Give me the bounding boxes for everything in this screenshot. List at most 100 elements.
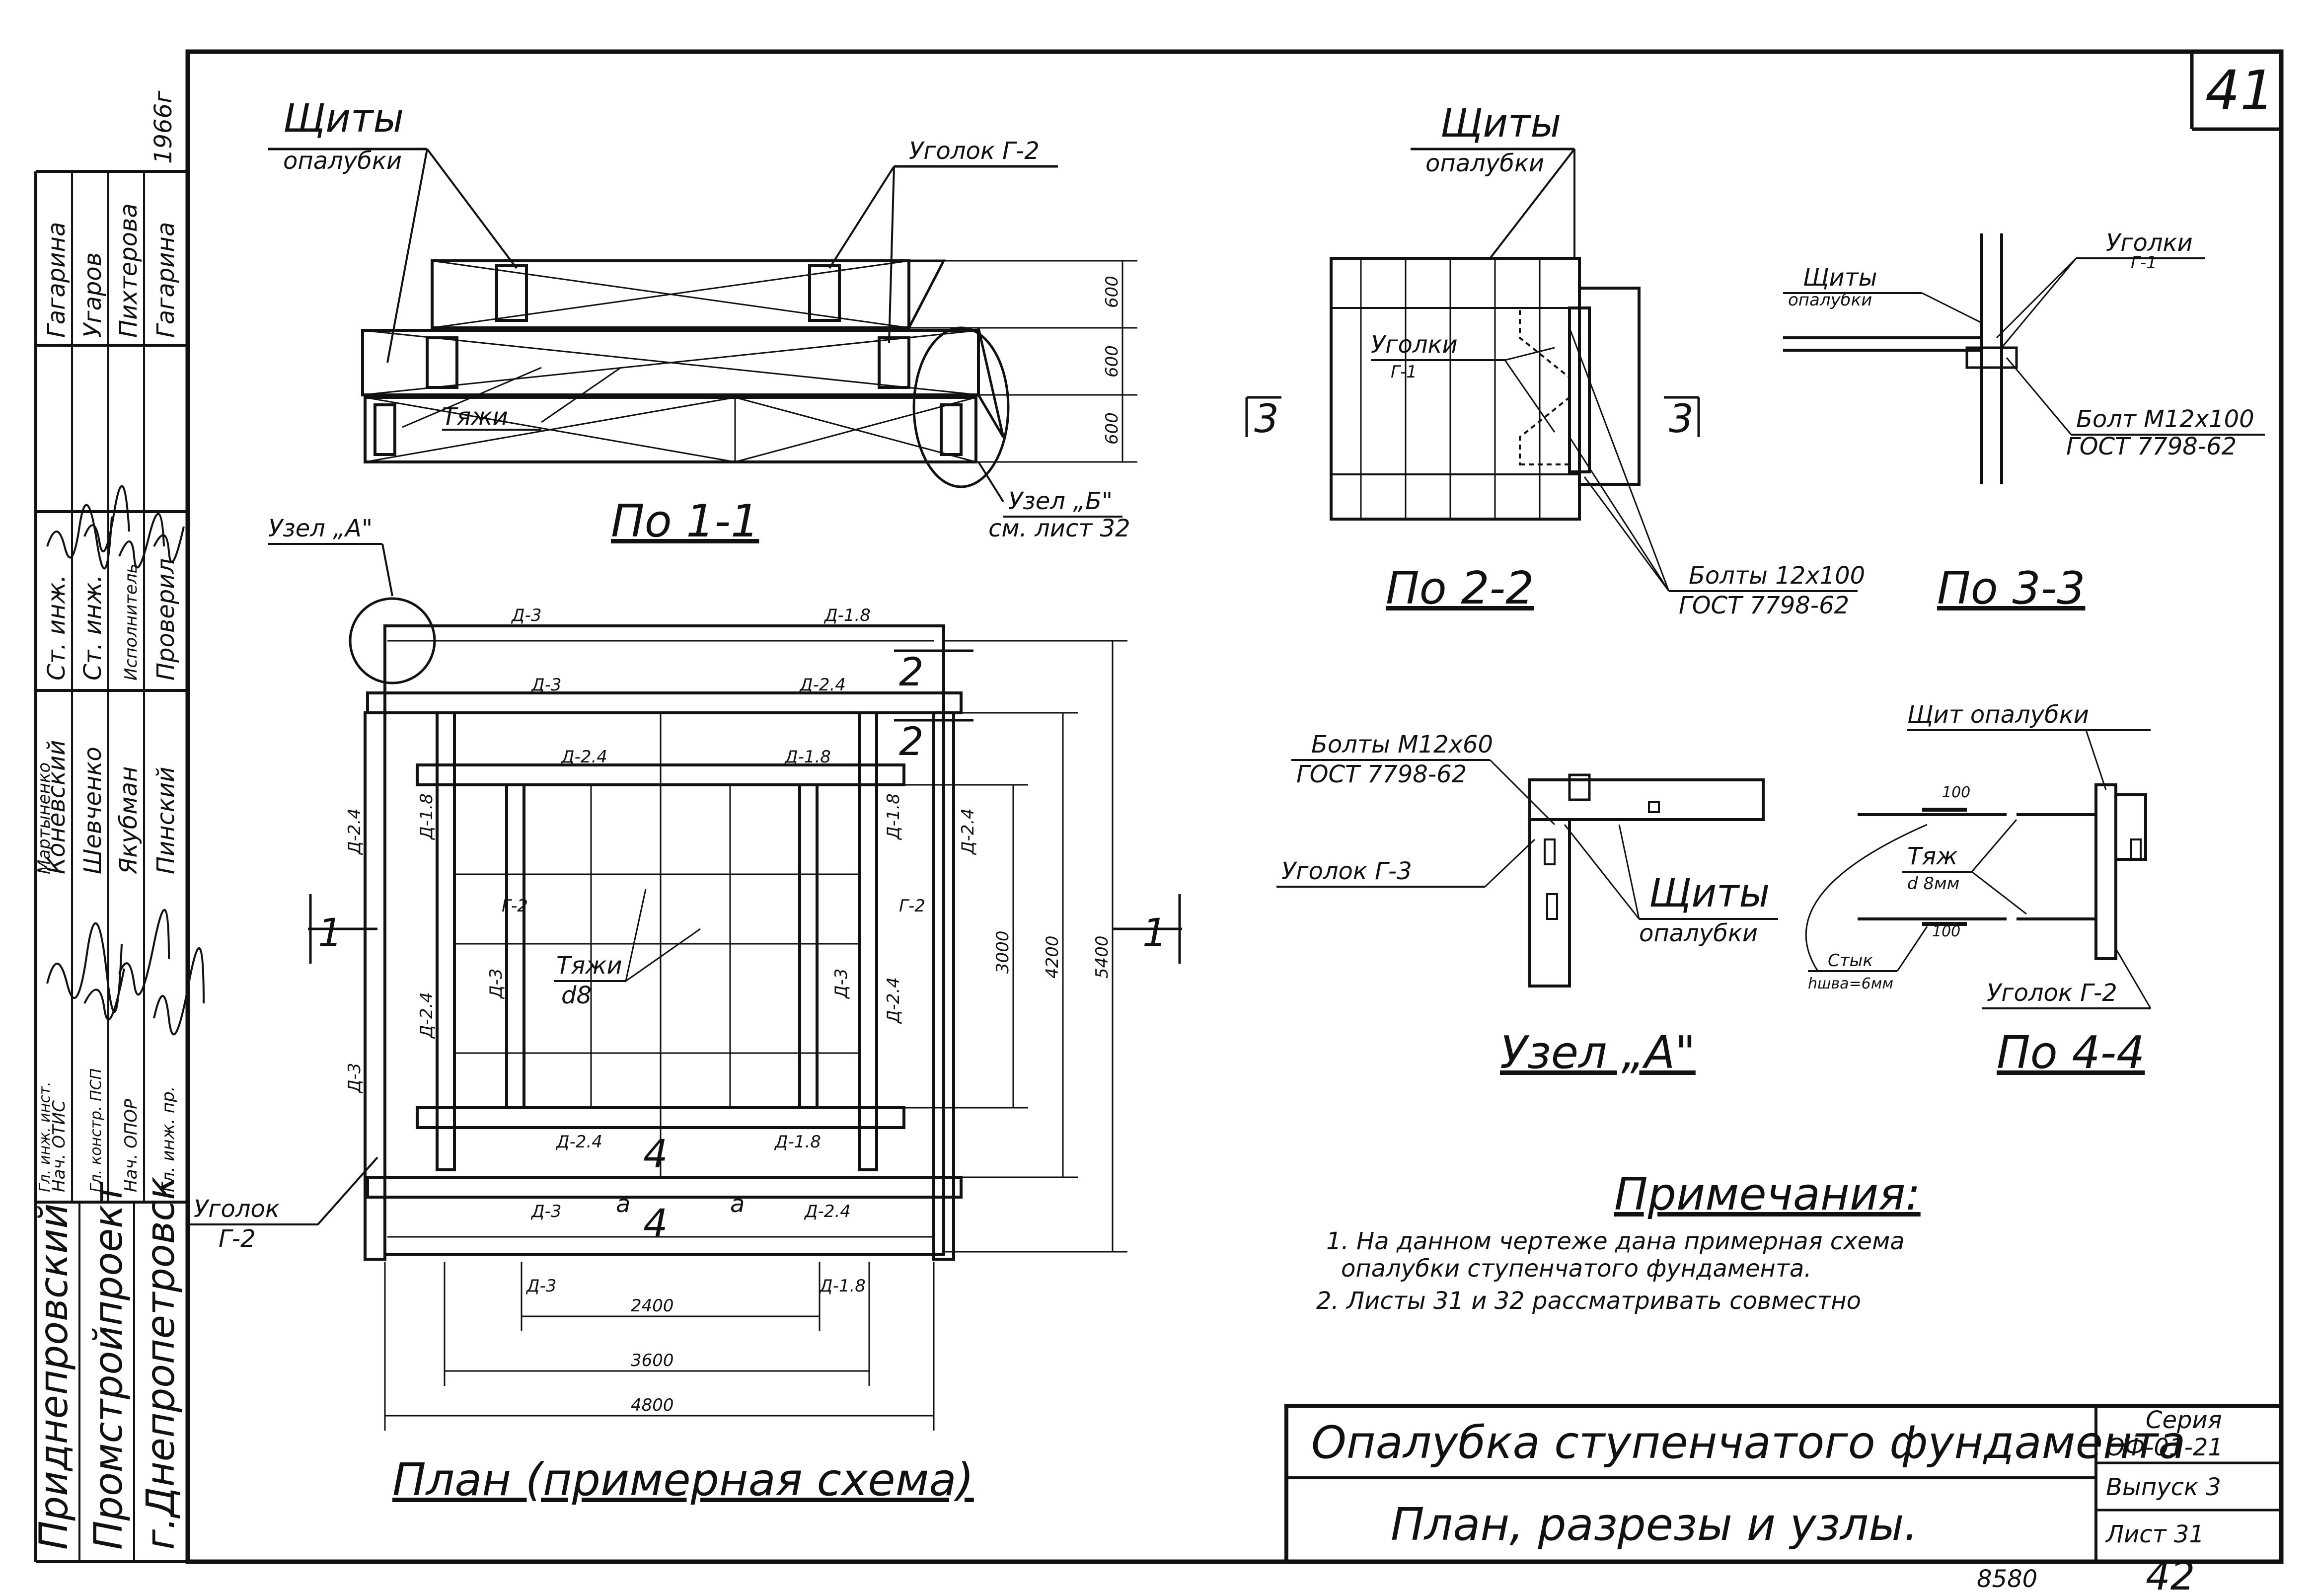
note-line-1: 1. На данном чертеже дана примерная схем… [1326,1227,1905,1255]
plan-mark: Д-3 [525,1276,556,1296]
s44-dim-top: 100 [1942,784,1970,801]
plan-mark: Д-2.4 [560,747,607,767]
signature [153,526,185,563]
s44-angle: Уголок Г-2 [1987,979,2117,1007]
s22-label-angles: Уголки [1371,331,1458,359]
s44-weld: hшва=6мм [1808,975,1893,992]
tb-subtitle: План, разрезы и узлы. [1391,1499,1918,1551]
plan-mark: Д-2.4 [958,808,978,855]
tb-issue: Выпуск 3 [2106,1473,2221,1501]
s22-title: По 2-2 [1386,562,1534,614]
s33-gost: ГОСТ 7798-62 [2066,433,2237,460]
plan-mark: Д-3 [345,1063,365,1094]
bottom-page-number: 42 [2146,1554,2195,1596]
s22-mark-left: 3 [1254,397,1279,442]
signature [46,922,123,1013]
note-line-3: 2. Листы 31 и 32 рассматривать совместно [1316,1287,1861,1315]
stamp-name-3: Пихтерова [115,203,143,338]
plan-angle-label: Уголок [194,1195,280,1223]
plan-mark: Д-3 [530,675,561,695]
notes: Примечания: 1. На данном чертеже дана пр… [1316,1168,1921,1315]
plan-mark: Д-1.8 [819,1276,866,1296]
stamp-role-8: Нач. ОТИС [49,1100,69,1192]
s11-dim-2: 600 [1102,345,1122,378]
title-block: Опалубка ступенчатого фундамента План, р… [1284,1404,2283,1564]
s11-label-shields: Щиты [283,96,404,141]
plan-section-a-right: а [730,1190,745,1218]
plan-mark: Д-1.8 [417,793,437,840]
plan-dim-v: 5400 [1092,935,1112,979]
s11-label-angle: Уголок Г-2 [909,137,1040,165]
stamp-name-6: Якубман [115,766,143,875]
s22-label-shields-2: опалубки [1425,150,1544,177]
plan-mark: Д-2.4 [804,1202,851,1221]
nodea-shields-2: опалубки [1639,919,1758,947]
plan-section-1-right: 1 [1142,911,1167,956]
plan-mark: Д-1.8 [784,747,831,767]
plan-view: Узел „А" Д-3 Д-1.8 Д-3 Д-2.4 Д-2. [189,515,1182,1506]
s22-gost: ГОСТ 7798-62 [1679,592,1849,619]
node-a-detail: Болты М12х60 ГОСТ 7798-62 Уголок Г-3 Щит… [1276,731,1778,1079]
plan-section-2-top: 2 [899,650,924,695]
plan-section-4: 4 [643,1132,668,1177]
page-number: 41 [2205,59,2275,122]
s44-shield: Щит опалубки [1907,701,2089,729]
nodea-gost: ГОСТ 7798-62 [1296,760,1467,788]
plan-ties-dia: d8 [561,982,592,1009]
s44-dim-bottom: 100 [1932,923,1960,940]
s33-bolt: Болт М12х100 [2076,405,2254,433]
sheet-frame [185,49,2284,1564]
s44-title: По 4-4 [1997,1027,2145,1079]
s44-tie-dia: d 8мм [1907,874,1959,894]
s33-label-angles-2: Г-1 [2131,253,2157,273]
stamp-name-7: Шевченко [79,747,107,874]
stamp-name-2: Угаров [79,252,107,338]
plan-dim-h: 3600 [631,1351,674,1370]
s11-dim-3: 600 [1102,412,1122,445]
plan-mark: Д-1.8 [884,793,903,840]
plan-mark: Д-2.4 [884,977,903,1024]
section-2-2: Щиты опалубки Уголки Г-1 3 3 Болты 12х10… [1245,101,1865,619]
section-3-3: Уголки Г-1 Щиты опалубки Болт М12х100 ГО… [1783,229,2265,614]
tb-sheet: Лист 31 [2105,1520,2204,1548]
s22-label-shields: Щиты [1440,101,1561,146]
plan-mark: Д-3 [486,969,506,999]
plan-mark: Д-2.4 [799,675,846,695]
s33-label-angles: Уголки [2106,229,2193,257]
left-stamp: 1966г Гагарина Угаров Пихтерова Гагарина… [32,90,205,1563]
tb-title: Опалубка ступенчатого фундамента [1311,1417,2185,1469]
plan-dim-v: 3000 [993,930,1013,974]
s11-label-ties: Тяжи [442,403,508,431]
stamp-name-8: Коневский [43,740,71,874]
stamp-name-4: Гагарина [152,222,180,338]
plan-mark: Д-1.8 [774,1132,821,1152]
s22-mark-right: 3 [1669,397,1694,442]
stamp-role-5: Гл. инж. пр. [158,1086,178,1192]
plan-ties-label: Тяжи [556,952,622,980]
s22-bolts: Болты 12х100 [1689,562,1865,590]
stamp-institute: Промстройпроект [86,1181,131,1550]
s33-label-shields: Щиты [1803,264,1877,292]
signature [118,513,165,569]
tb-series-label: Серия [2146,1406,2222,1434]
s11-label-shields-2: опалубки [283,147,402,175]
signature [118,909,170,996]
stamp-role-4: Проверил [152,558,180,681]
s11-node-b-ref: см. лист 32 [988,515,1130,542]
s44-tie: Тяж [1907,842,1957,870]
nodea-angle: Уголок Г-3 [1281,857,1412,885]
section-4-4: Щит опалубки 100 100 Тяж d 8мм Стык hшва… [1805,701,2152,1079]
plan-node-a-label: Узел „А" [268,515,373,542]
plan-mark: Д-3 [511,606,541,625]
stamp-role-9: Гл. инж. инст. [36,1081,54,1192]
s11-title: По 1-1 [611,495,759,547]
s33-title: По 3-3 [1937,562,2085,614]
stamp-role-7: Гл. констр. ПСП [87,1068,105,1192]
plan-title: План (примерная схема) [392,1454,974,1506]
stamp-role-1: Ст. инж. [43,575,71,681]
plan-section-1-left: 1 [318,911,343,956]
plan-mark: Д-3 [831,969,851,999]
note-line-2: опалубки ступенчатого фундамента. [1341,1255,1811,1283]
plan-mark: Д-1.8 [823,606,871,625]
nodea-shields: Щиты [1649,871,1770,916]
